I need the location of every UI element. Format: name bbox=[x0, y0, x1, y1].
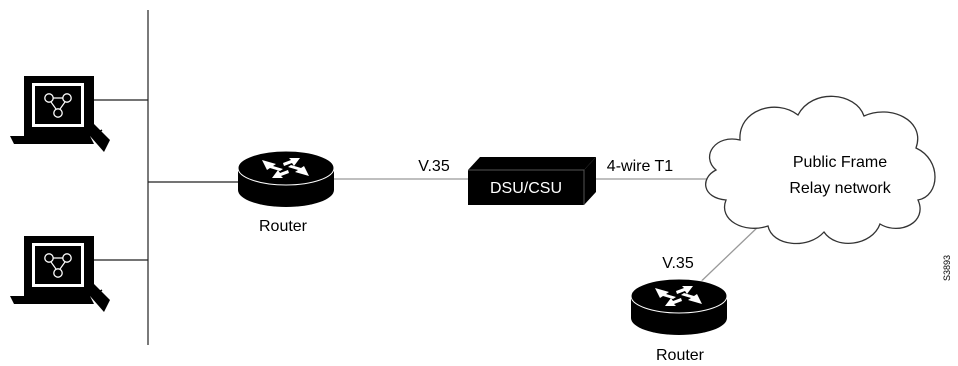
cloud-label-line1: Public Frame bbox=[793, 154, 887, 171]
dsu-csu-device bbox=[468, 157, 596, 205]
router-icon bbox=[237, 150, 335, 207]
cloud-label-line2: Relay network bbox=[789, 180, 891, 197]
v35-bottom-label: V.35 bbox=[662, 255, 694, 272]
t1-label: 4-wire T1 bbox=[607, 158, 673, 175]
router-bottom-label: Router bbox=[656, 347, 705, 364]
dsu-csu-label: DSU/CSU bbox=[490, 180, 562, 197]
figure-id-label: S3893 bbox=[942, 255, 952, 281]
router-icon bbox=[630, 278, 728, 335]
v35-label: V.35 bbox=[418, 158, 450, 175]
router-label: Router bbox=[259, 218, 308, 235]
workstation-icon bbox=[10, 76, 110, 152]
frame-relay-cloud bbox=[705, 95, 936, 245]
workstation-icon bbox=[10, 236, 110, 312]
